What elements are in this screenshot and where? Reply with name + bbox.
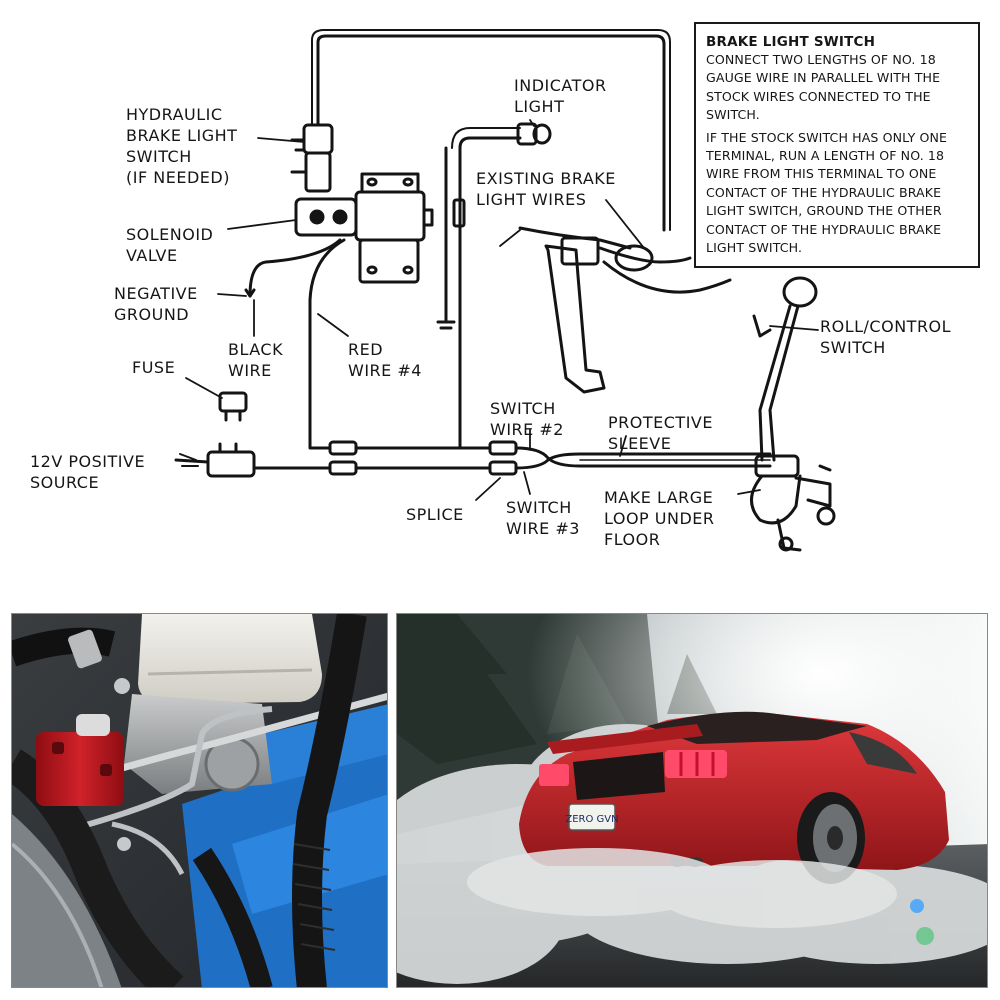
label-black-wire: BLACK WIRE [228, 340, 284, 380]
label-make-large-loop: MAKE LARGE LOOP UNDER FLOOR [604, 488, 715, 549]
car-burnout-photo: ZERO GVN [396, 613, 988, 988]
wiring-diagram: HYDRAULIC BRAKE LIGHT SWITCH (IF NEEDED)… [30, 22, 980, 552]
brake-light-note-box: BRAKE LIGHT SWITCH CONNECT TWO LENGTHS O… [694, 22, 980, 268]
shifter-knob [782, 276, 818, 308]
label-splice: SPLICE [406, 505, 464, 524]
wiring-lines [174, 29, 836, 552]
engine-bay-photo [11, 613, 388, 988]
note-paragraph-2: IF THE STOCK SWITCH HAS ONLY ONE TERMINA… [706, 129, 948, 256]
brake-wires [518, 226, 632, 250]
label-positive-source: 12V POSITIVE SOURCE [30, 452, 146, 492]
label-indicator-light: INDICATOR LIGHT [514, 76, 607, 116]
indicator-bulb [516, 122, 538, 146]
label-switch-wire-3: SWITCH WIRE #3 [506, 498, 580, 538]
license-plate [568, 803, 616, 831]
engine-bay-illustration [12, 614, 387, 987]
switch-wire-3 [514, 452, 772, 470]
label-red-wire: RED WIRE #4 [348, 340, 422, 380]
hydraulic-line [316, 34, 666, 232]
label-hydraulic-switch: HYDRAULIC BRAKE LIGHT SWITCH (IF NEEDED) [126, 105, 238, 187]
red-wire-4 [308, 238, 346, 450]
hydraulic-switch-body [302, 123, 334, 155]
label-protective-sleeve: PROTECTIVE SLEEVE [608, 413, 713, 453]
license-plate-text: ZERO GVN [565, 814, 618, 825]
label-solenoid-valve: SOLENOID VALVE [126, 225, 214, 265]
indicator-wire [458, 136, 522, 450]
car-burnout-illustration: ZERO GVN [397, 614, 987, 987]
fuse-body [218, 391, 248, 413]
label-negative-ground: NEGATIVE GROUND [114, 284, 198, 324]
note-title: BRAKE LIGHT SWITCH [706, 34, 876, 50]
label-switch-wire-2: SWITCH WIRE #2 [490, 399, 564, 439]
black-wire [248, 238, 342, 298]
label-existing-brake-wires: EXISTING BRAKE LIGHT WIRES [476, 169, 616, 209]
label-fuse: FUSE [132, 358, 176, 377]
note-paragraph-1: CONNECT TWO LENGTHS OF NO. 18 GAUGE WIRE… [706, 52, 941, 123]
label-roll-control-switch: ROLL/CONTROL SWITCH [820, 317, 952, 357]
